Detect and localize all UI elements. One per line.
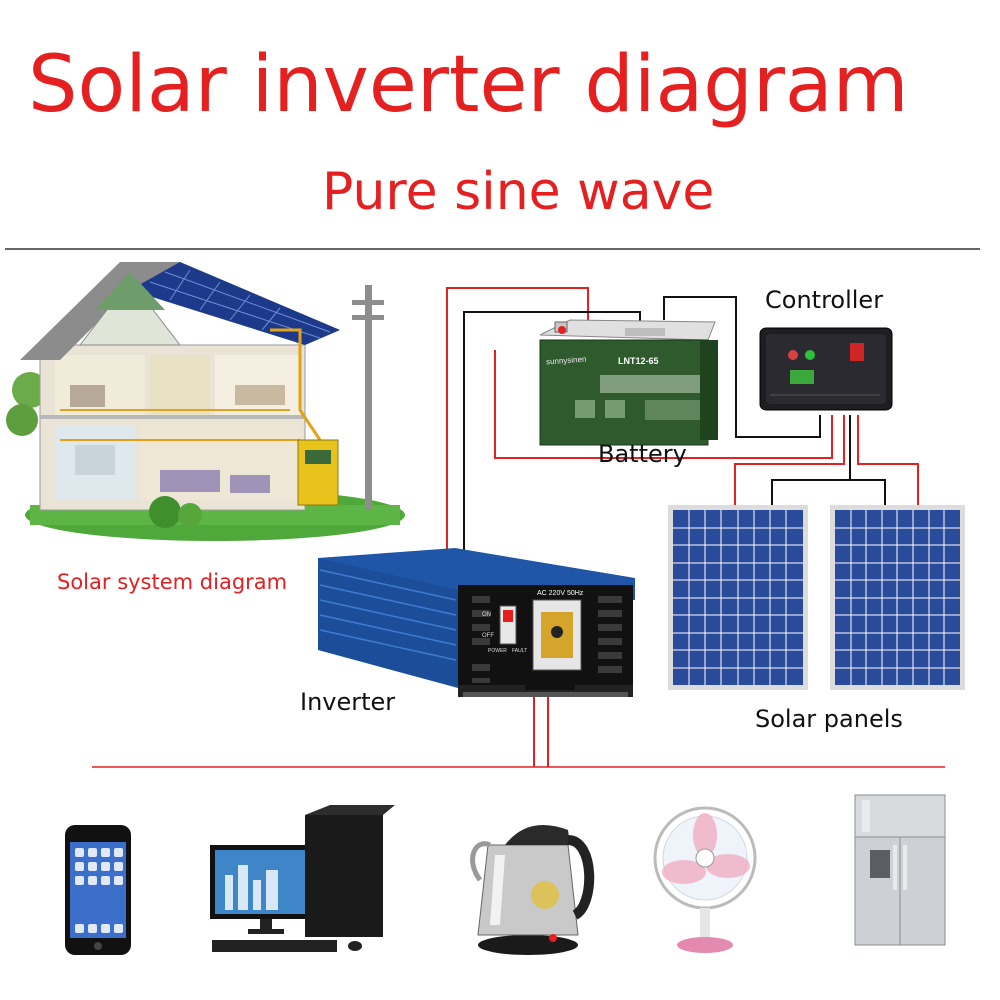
inverter-fault-text: FAULT — [512, 648, 528, 654]
inverter-on-text: ON — [482, 612, 491, 618]
solar-panel-left — [668, 505, 808, 690]
charge-controller — [759, 327, 893, 411]
inverter-off-text: OFF — [482, 633, 494, 639]
inverter-power-text: POWER — [488, 648, 507, 654]
wire-battery-controller-red — [494, 350, 833, 459]
wire-panels-link2 — [850, 479, 886, 505]
page-title: Solar inverter diagram — [28, 40, 909, 130]
battery-model-text: LNT12-65 — [618, 356, 659, 366]
wire-controller-panel-red — [734, 415, 845, 505]
page-subtitle: Pure sine wave — [322, 162, 715, 222]
battery-label: Battery — [598, 440, 687, 468]
fan-icon — [653, 806, 757, 953]
kettle-icon — [470, 825, 595, 955]
desktop-computer-icon — [210, 805, 395, 952]
wire-battery-controller-black — [663, 296, 821, 438]
wire-controller-panel-red2 — [857, 415, 919, 505]
wire-inverter-battery-red — [446, 287, 589, 560]
inverter-socket-text: AC 220V 50Hz — [537, 590, 584, 597]
inverter — [318, 548, 635, 697]
solar-system-diagram-label: Solar system diagram — [57, 570, 288, 594]
house-illustration — [6, 262, 405, 541]
controller-label: Controller — [765, 286, 884, 314]
solar-panel-right — [830, 505, 965, 690]
refrigerator-icon — [854, 794, 946, 946]
wire-panels-link — [771, 415, 851, 505]
phone-icon — [65, 825, 131, 955]
solar-panels-label: Solar panels — [755, 705, 903, 733]
inverter-label: Inverter — [300, 688, 396, 716]
battery — [539, 319, 718, 446]
